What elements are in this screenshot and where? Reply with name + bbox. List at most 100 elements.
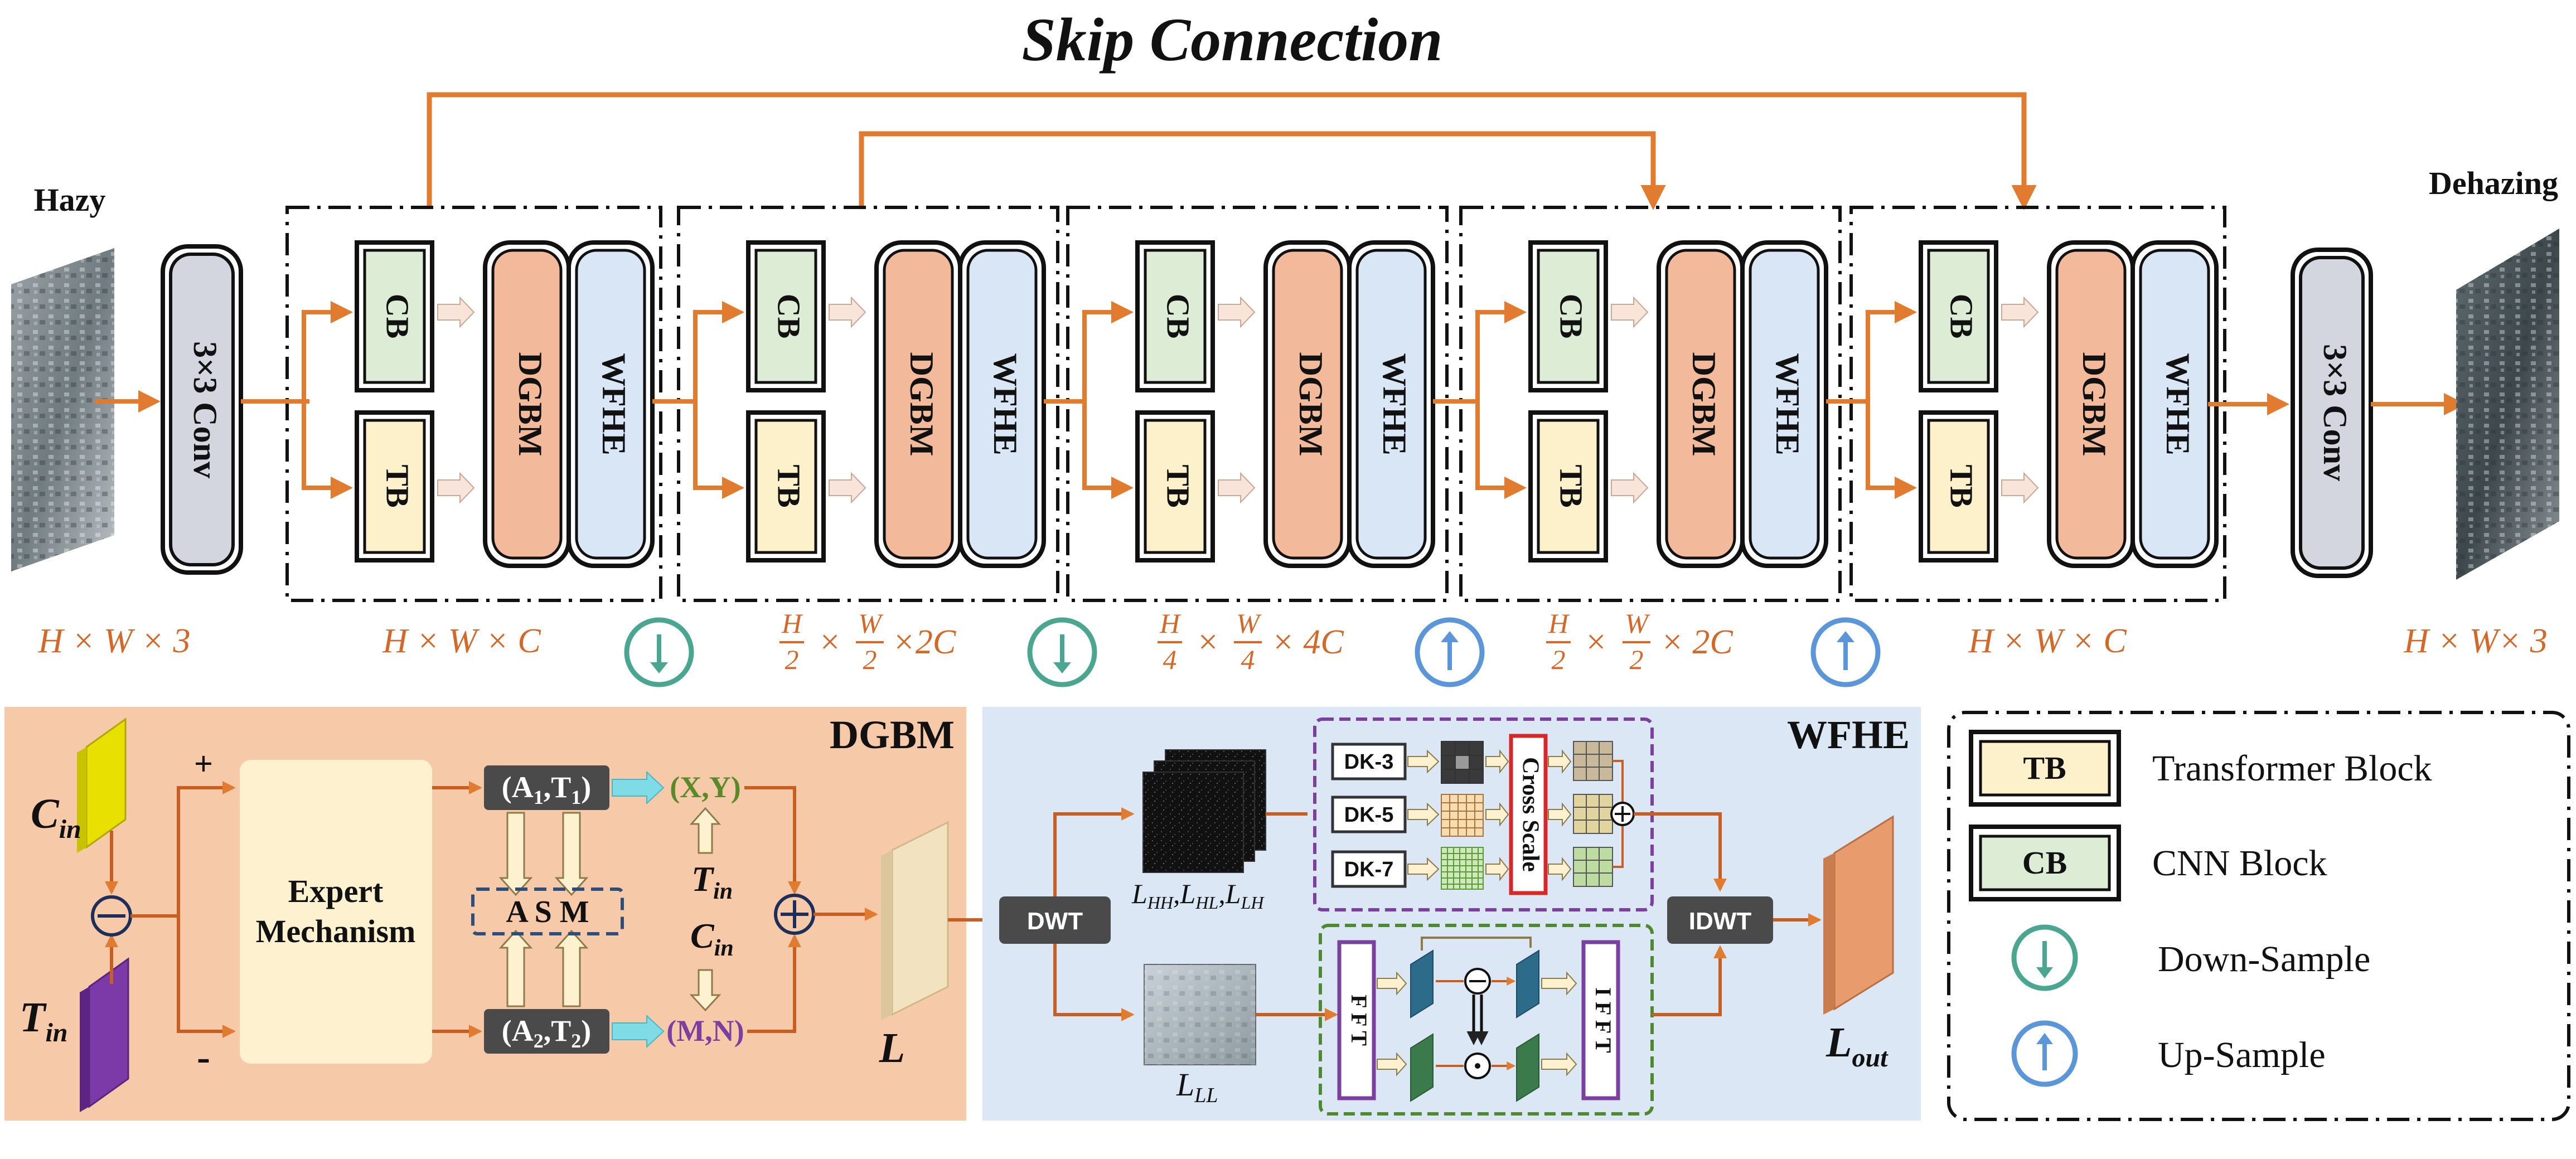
dim-tail: ×2C	[892, 623, 956, 661]
conv-label-out: 3×3 Conv	[2317, 344, 2354, 481]
ifft-label: I F F T	[1591, 987, 1616, 1053]
arrow-high-idwt	[1634, 812, 1727, 892]
hollow-arrow	[2001, 296, 2039, 328]
dehazed-image	[2456, 229, 2559, 580]
a2t2-label: (A2,T2)	[502, 1014, 592, 1052]
cross-scale-label: Cross Scale	[1517, 757, 1543, 872]
cyan-arrow-top	[612, 770, 665, 805]
high-freq-maps	[1142, 749, 1266, 873]
l-high-label: LHH,LHL,LLH	[1131, 878, 1265, 913]
conv-label-in: 3×3 Conv	[187, 341, 224, 478]
expert-mechanism	[240, 760, 432, 1064]
hollow-arrow	[1218, 472, 1256, 504]
cross-to-out-arrows	[1548, 749, 1572, 881]
l-feature	[881, 821, 949, 1020]
stage-frame	[1849, 206, 2226, 602]
arrow-to-tb	[1082, 401, 1134, 499]
t-in-feature	[80, 957, 129, 1112]
dwt-box[interactable]	[999, 896, 1111, 944]
dim-tail: × 2C	[1660, 623, 1733, 661]
cb-label: CB	[380, 294, 416, 339]
legend-up-icon	[2011, 1020, 2078, 1087]
grid-to-cross-arrows	[1485, 749, 1509, 881]
hollow-arrow	[829, 296, 866, 328]
frac-den: 2	[863, 644, 877, 675]
tb-block-inner	[1537, 419, 1600, 554]
stage-frame	[285, 206, 662, 602]
hollow-arrow	[437, 472, 475, 504]
frac-num: W	[1625, 608, 1650, 639]
arrow-to-tb	[1475, 401, 1527, 499]
dgbm-label: DGBM	[1686, 352, 1722, 457]
dim-label: H × W × C	[382, 622, 541, 660]
dgbm-label: DGBM	[903, 352, 940, 457]
hollow-arrow	[1611, 472, 1649, 504]
dim-label: H × W× 3	[2403, 622, 2548, 660]
tb-block-inner	[1927, 419, 1990, 554]
l-out-label: Lout	[1826, 1019, 1889, 1073]
tb-block-inner	[363, 419, 426, 554]
hollow-arrow	[1218, 296, 1256, 328]
cb-label: CB	[1944, 294, 1980, 339]
l-low-label: LLL	[1176, 1066, 1218, 1107]
legend-down-text: Down-Sample	[2158, 939, 2370, 979]
conv-block-in: 3×3 Conv	[161, 244, 243, 575]
wfhe-panel: WFHE DWT LHH,LHL,LLH LLL DK-3 DK-5 DK-7	[982, 707, 1921, 1121]
arrow-to-tb	[302, 401, 353, 499]
conv-block-out: 3×3 Conv	[2291, 248, 2373, 578]
kernel-grid-5	[1441, 794, 1484, 837]
wfhe-block-inner	[575, 249, 646, 560]
wfhe-title: WFHE	[1787, 712, 1910, 757]
t-in-label: Tin	[20, 994, 67, 1048]
cb-label: CB	[1553, 294, 1590, 339]
c-in-feature	[77, 717, 127, 853]
skip-connection-outer	[427, 92, 2037, 210]
kernel-grid-7	[1441, 847, 1484, 890]
up-sample-icon	[1415, 617, 1485, 687]
cb-label: CB	[771, 294, 807, 339]
fft-group	[1319, 924, 1654, 1116]
low-freq-map	[1144, 964, 1256, 1065]
arrow-sub-expert-bot	[177, 916, 236, 1038]
wfhe-block-inner	[966, 249, 1038, 560]
legend-up-text: Up-Sample	[2158, 1035, 2326, 1075]
down-sample-icon	[1027, 617, 1097, 687]
dgbm-label: DGBM	[512, 352, 549, 457]
arrow-to-tb	[1866, 401, 1917, 499]
dgbm-block-inner	[2055, 249, 2127, 560]
frac-num: W	[1236, 608, 1262, 639]
dgbm-block-inner	[883, 249, 954, 560]
stage-frame	[677, 206, 1059, 602]
fused-grids	[1573, 741, 1613, 887]
asm-links	[498, 812, 589, 1007]
dgbm-label: DGBM	[2076, 352, 2113, 457]
dwt-label: DWT	[1027, 908, 1083, 935]
dim-times: ×	[818, 623, 841, 661]
tb-label: TB	[1160, 464, 1197, 507]
arrow-to-tb	[693, 401, 744, 499]
dk3-label: DK-3	[1344, 750, 1394, 774]
tb-label: TB	[1553, 464, 1590, 507]
expert-line2: Mechanism	[256, 913, 416, 949]
down-sample-icon	[624, 617, 694, 687]
cross-scale-box	[1509, 734, 1548, 895]
dim-label-stage4: H 2 × W 2 × 2C	[1546, 608, 1733, 675]
frac-den: 2	[785, 644, 799, 675]
hazy-image	[11, 248, 114, 571]
frac-num: H	[1548, 608, 1570, 639]
hollow-arrow	[437, 296, 475, 328]
arrow-to-cb	[265, 301, 353, 404]
arrow-xy-sum	[744, 786, 801, 895]
cyan-arrow-bot	[612, 1014, 665, 1049]
dim-times: ×	[1196, 623, 1219, 661]
dim-label: H × W × C	[1968, 622, 2127, 660]
dgbm-block-inner	[1665, 249, 1736, 560]
idwt-box[interactable]	[1667, 896, 1773, 944]
fft-mul-dot	[1475, 1063, 1480, 1069]
tb-block-inner	[754, 419, 817, 554]
